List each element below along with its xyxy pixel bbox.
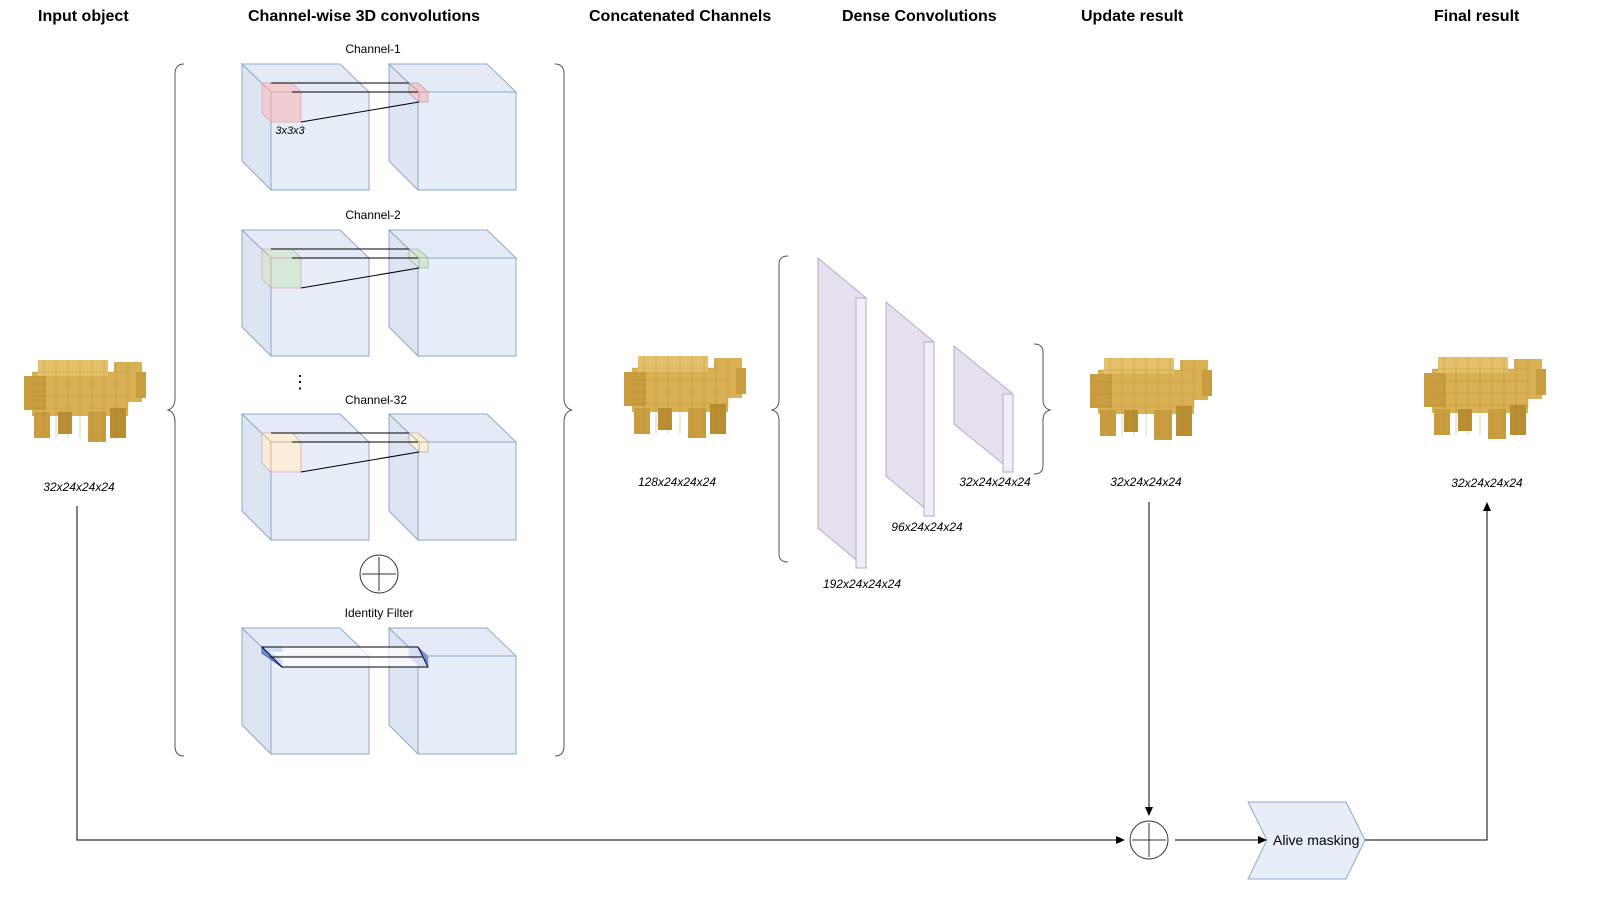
projection-lines — [271, 432, 420, 473]
output-volume-cube — [387, 62, 518, 192]
dense3-dim-label: 32x24x24x24 — [959, 475, 1031, 489]
dense-layer-2 — [885, 300, 935, 518]
channel-32-label: Channel-32 — [344, 393, 408, 407]
channel-1-label: Channel-1 — [345, 42, 401, 56]
output-volume-cube — [387, 228, 518, 358]
dense-layer-3 — [953, 344, 1014, 474]
header-final-result: Final result — [1434, 8, 1520, 25]
input-volume-cube — [240, 228, 371, 358]
kernel-size-label: 3x3x3 — [275, 125, 305, 137]
channel-2-cubes — [240, 228, 518, 358]
update-dim-label: 32x24x24x24 — [1110, 475, 1182, 489]
masking-to-final-arrow — [1365, 502, 1491, 841]
residual-connection-arrow — [76, 506, 1125, 844]
kernel-box — [261, 432, 302, 473]
header-update-result: Update result — [1081, 8, 1184, 25]
header-dense-convolutions: Dense Convolutions — [842, 8, 997, 25]
header-concatenated-channels: Concatenated Channels — [589, 8, 772, 25]
residual-sum-plus-icon — [1129, 820, 1169, 860]
left-brace-dense — [770, 255, 789, 563]
right-brace-dense — [1033, 343, 1052, 475]
input-dim-label: 32x24x24x24 — [43, 480, 115, 494]
kernel-box — [261, 248, 302, 289]
cube-front-face — [417, 257, 517, 357]
cube-front-face — [417, 441, 517, 541]
channel-1-cubes — [240, 62, 518, 192]
sum-plus-icon — [359, 554, 399, 594]
right-brace-channelwise — [554, 63, 573, 757]
dense-layer-1 — [817, 256, 867, 570]
projection-lines — [260, 646, 429, 668]
kernel-box — [261, 82, 302, 123]
channel-2-label: Channel-2 — [345, 208, 401, 222]
update-result-voxel — [1089, 357, 1213, 441]
final-result-voxel — [1423, 356, 1547, 440]
cube-front-face — [270, 655, 370, 755]
alive-masking-label: Alive masking — [1273, 832, 1360, 848]
projection-lines — [271, 248, 420, 289]
header-input-object: Input object — [38, 8, 129, 25]
identity-filter-cubes — [240, 626, 518, 756]
channel-ellipsis: ⋮ — [291, 372, 309, 392]
output-volume-cube — [387, 626, 518, 756]
final-dim-label: 32x24x24x24 — [1451, 476, 1523, 490]
output-volume-cube — [387, 412, 518, 542]
dense1-dim-label: 192x24x24x24 — [822, 577, 902, 591]
input-object-voxel — [23, 359, 147, 443]
projection-lines — [271, 82, 420, 123]
cube-front-face — [417, 91, 517, 191]
concat-dim-label: 128x24x24x24 — [637, 475, 717, 489]
alive-masking-shape — [1247, 801, 1366, 880]
left-brace-channelwise — [166, 63, 185, 757]
cube-front-face — [417, 655, 517, 755]
concatenated-voxel — [623, 355, 747, 439]
identity-filter-label: Identity Filter — [344, 606, 414, 620]
header-channelwise-convolutions: Channel-wise 3D convolutions — [248, 8, 481, 25]
dense2-dim-label: 96x24x24x24 — [891, 520, 963, 534]
channel-32-cubes — [240, 412, 518, 542]
